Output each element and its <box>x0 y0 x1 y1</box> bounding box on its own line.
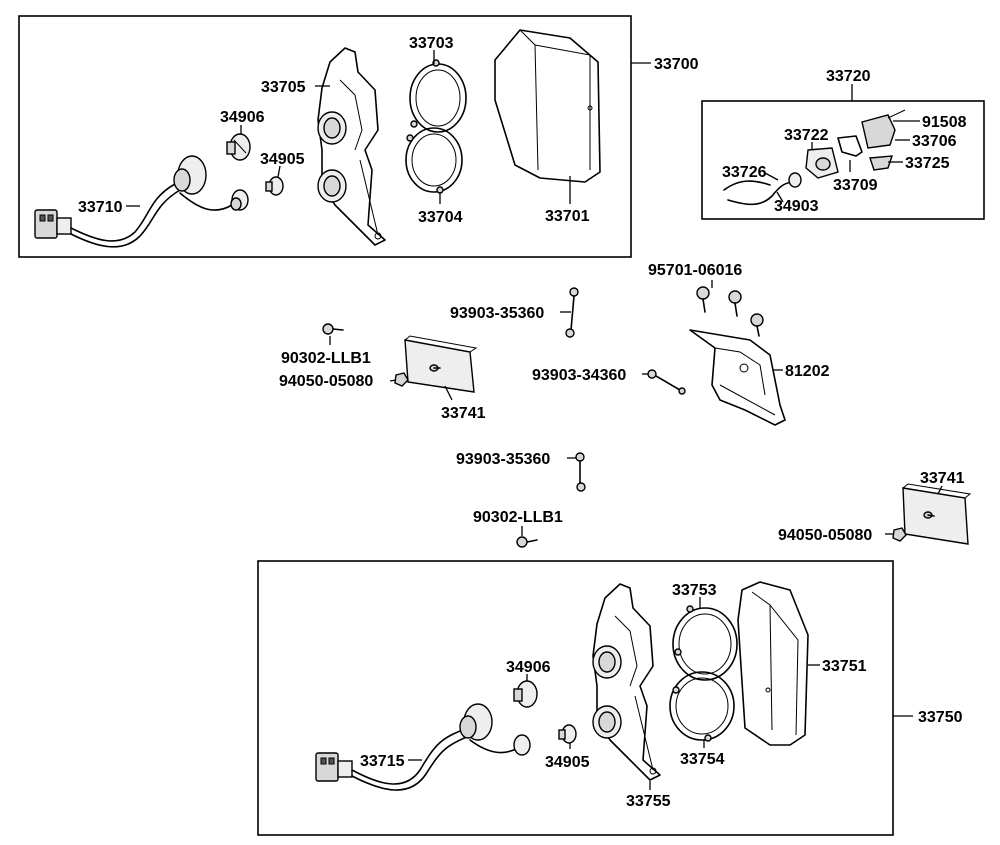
lens-ring-33754 <box>669 671 735 742</box>
screw-93903-34360 <box>647 369 686 395</box>
label-33704: 33704 <box>418 209 463 226</box>
label-34903: 34903 <box>774 198 819 215</box>
label-93903-35360-mid: 93903-35360 <box>456 451 550 468</box>
bolt-90302-LLB1-mid <box>516 536 538 548</box>
bulb-34906-bottom <box>513 680 538 708</box>
label-93903-34360: 93903-34360 <box>532 367 626 384</box>
label-33701: 33701 <box>545 208 590 225</box>
label-33750: 33750 <box>918 709 963 726</box>
label-90302-LLB1-left: 90302-LLB1 <box>281 350 371 367</box>
label-34905-top: 34905 <box>260 151 305 168</box>
label-33700: 33700 <box>654 56 699 73</box>
reflector-33741-left <box>404 335 478 393</box>
label-33755: 33755 <box>626 793 671 810</box>
label-33741-left: 33741 <box>441 405 486 422</box>
bulb-34905-bottom <box>558 724 577 744</box>
label-33715: 33715 <box>360 753 405 770</box>
lens-ring-33704 <box>405 127 463 194</box>
label-34906-bottom: 34906 <box>506 659 551 676</box>
label-33706: 33706 <box>912 133 957 150</box>
reflector-33741-right <box>902 483 972 545</box>
label-33709: 33709 <box>833 177 878 194</box>
label-33726: 33726 <box>722 164 767 181</box>
leader-lines <box>126 50 943 790</box>
bracket-81202 <box>689 329 786 426</box>
label-91508: 91508 <box>922 114 967 131</box>
bulb-34906-top <box>226 133 251 161</box>
label-94050-05080-right: 94050-05080 <box>778 527 872 544</box>
lens-ring-33753 <box>672 605 738 681</box>
license-lamp-33720 <box>723 109 906 206</box>
label-94050-05080-left: 94050-05080 <box>279 373 373 390</box>
wiring-harness-33710 <box>34 155 249 248</box>
lens-ring-33703 <box>409 59 467 133</box>
lens-cover-33751 <box>737 581 809 746</box>
group-box-33750 <box>257 560 894 836</box>
bulb-34905-top <box>265 176 284 196</box>
screws-93903-35360-top <box>565 287 579 338</box>
label-95701-06016: 95701-06016 <box>648 262 742 279</box>
lens-cover-33701 <box>494 29 601 183</box>
label-33703: 33703 <box>409 35 454 52</box>
lamp-housing-33705 <box>317 47 386 246</box>
label-34906-top: 34906 <box>220 109 265 126</box>
label-33751: 33751 <box>822 658 867 675</box>
wiring-harness-33715 <box>315 703 531 791</box>
label-33710: 33710 <box>78 199 123 216</box>
label-33722: 33722 <box>784 127 829 144</box>
lamp-housing-33755 <box>592 583 661 781</box>
bolt-90302-LLB1-left <box>322 323 344 335</box>
bolts-95701-06016 <box>696 286 764 337</box>
nut-94050-05080-left <box>394 372 409 387</box>
label-81202: 81202 <box>785 363 830 380</box>
label-33754: 33754 <box>680 751 725 768</box>
label-93903-35360-top: 93903-35360 <box>450 305 544 322</box>
group-box-33720 <box>701 100 985 220</box>
label-90302-LLB1-mid: 90302-LLB1 <box>473 509 563 526</box>
label-33705: 33705 <box>261 79 306 96</box>
label-33753: 33753 <box>672 582 717 599</box>
screws-93903-35360-mid <box>575 452 586 492</box>
label-33720: 33720 <box>826 68 871 85</box>
label-33741-right: 33741 <box>920 470 965 487</box>
group-box-33700 <box>18 15 632 258</box>
nut-94050-05080-right <box>892 527 907 542</box>
label-34905-bottom: 34905 <box>545 754 590 771</box>
label-33725: 33725 <box>905 155 950 172</box>
